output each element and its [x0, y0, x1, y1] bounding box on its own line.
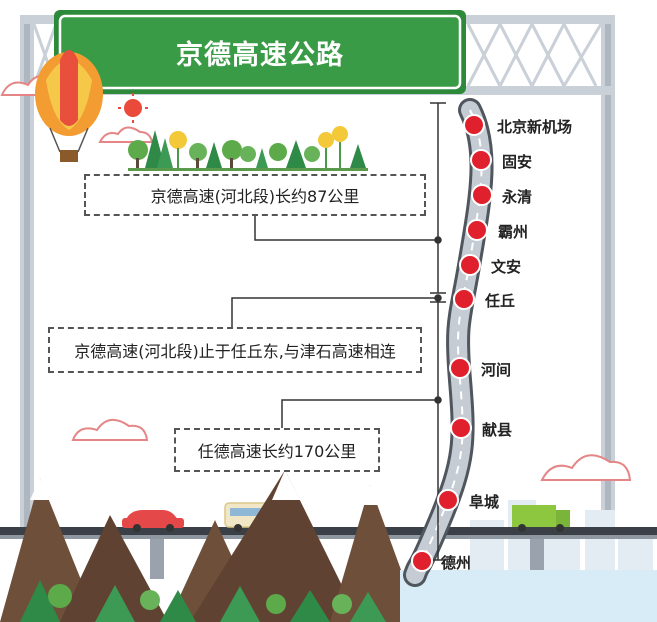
stop-dot — [450, 417, 472, 439]
stop-label: 阜城 — [469, 493, 500, 511]
elevated-bridge — [0, 527, 657, 579]
stop-dot — [463, 114, 485, 136]
note-rende-length: 任德高速长约170公里 — [174, 428, 380, 472]
stop-label: 固安 — [502, 153, 533, 171]
stop-dot — [471, 184, 493, 206]
stop-label: 德州 — [441, 554, 472, 572]
leader-lines — [231, 216, 442, 428]
water — [400, 570, 657, 622]
tree-row — [128, 126, 368, 171]
stop-label: 永清 — [502, 188, 533, 206]
stop-label: 文安 — [491, 258, 522, 276]
stop-label: 河间 — [481, 361, 512, 379]
note-hebei-end-text: 京德高速(河北段)止于任丘东,与津石高速相连 — [74, 342, 396, 361]
note-hebei-section-text: 京德高速(河北段)长约87公里 — [150, 187, 360, 206]
mountain-range — [0, 470, 420, 622]
stop-dot — [453, 288, 475, 310]
stop-markers — [411, 114, 493, 572]
stop-dot — [411, 550, 433, 572]
foreground-trees — [20, 580, 386, 622]
stop-label: 献县 — [482, 421, 513, 439]
sun-icon — [118, 93, 148, 123]
note-hebei-section: 京德高速(河北段)长约87公里 — [84, 174, 426, 216]
stop-dot — [470, 149, 492, 171]
note-hebei-end: 京德高速(河北段)止于任丘东,与津石高速相连 — [48, 327, 422, 373]
sign-title: 京德高速公路 — [176, 39, 344, 71]
truck-icon — [512, 505, 570, 532]
highway-sign — [54, 10, 466, 94]
note-rende-length-text: 任德高速长约170公里 — [197, 442, 357, 461]
car-icon — [122, 510, 184, 532]
stop-dot — [449, 357, 471, 379]
hot-air-balloon-icon — [35, 50, 103, 162]
stop-dot — [466, 219, 488, 241]
stop-label: 北京新机场 — [497, 118, 573, 136]
stop-label: 任丘 — [485, 292, 516, 310]
stop-label: 霸州 — [498, 223, 529, 241]
stop-dot — [459, 254, 481, 276]
stop-dot — [437, 489, 459, 511]
